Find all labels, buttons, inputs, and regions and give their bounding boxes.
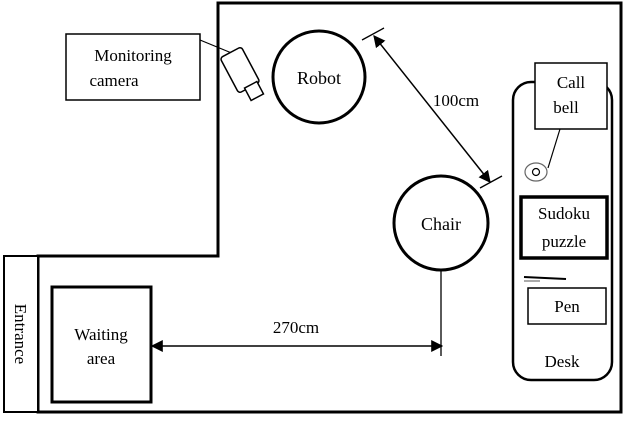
call-bell-pointer-line — [547, 128, 561, 169]
camera-icon — [220, 47, 265, 102]
chair-tick — [479, 175, 503, 189]
distance-label-270: 270cm — [273, 318, 319, 337]
bell-icon — [524, 162, 548, 182]
sudoku-label-1: Sudoku — [538, 204, 590, 223]
waiting-area-label-2: area — [87, 349, 116, 368]
chair-label: Chair — [421, 214, 461, 234]
monitoring-camera-label-2: camera — [89, 71, 139, 90]
monitoring-camera-box — [65, 33, 201, 101]
entrance-label: Entrance — [11, 304, 30, 364]
pen-label: Pen — [554, 297, 580, 316]
waiting-area-label-1: Waiting — [74, 325, 128, 344]
pen-box — [527, 287, 607, 325]
entrance-box — [3, 255, 39, 413]
robot-circle — [271, 29, 367, 125]
sudoku-label-2: puzzle — [542, 232, 586, 251]
sudoku-puzzle-box — [519, 195, 609, 260]
distance-arrow-100 — [373, 35, 491, 183]
distance-label-100: 100cm — [433, 91, 479, 110]
call-bell-label-1: Call — [557, 73, 586, 92]
monitoring-camera-label-1: Monitoring — [94, 46, 172, 65]
waiting-area-box — [50, 285, 153, 404]
camera-pointer-line — [199, 39, 235, 55]
call-bell-box — [534, 62, 608, 130]
robot-label: Robot — [297, 68, 341, 88]
robot-tick — [361, 27, 385, 41]
pen-icon — [523, 276, 567, 280]
call-bell-label-2: bell — [553, 98, 579, 117]
desk-label: Desk — [545, 352, 580, 371]
